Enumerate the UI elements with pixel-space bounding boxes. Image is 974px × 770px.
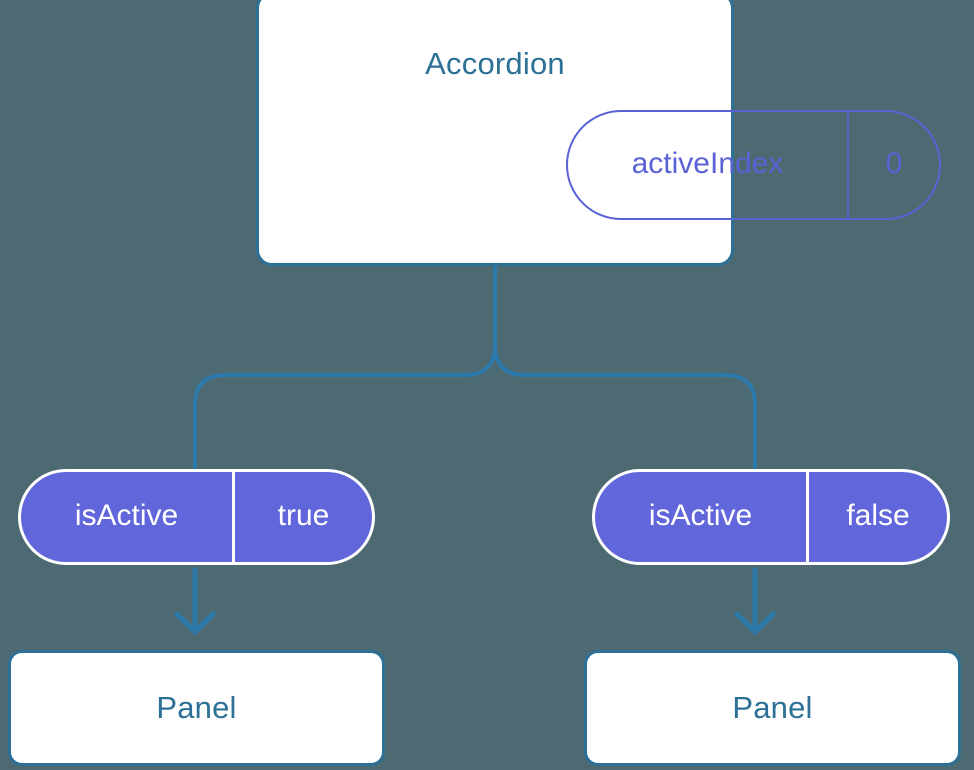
prop-pill-key: isActive [595,472,809,562]
accordion-title: Accordion [425,46,565,81]
prop-pill-value: true [277,498,330,532]
panel-title: Panel [156,690,237,725]
prop-pill-is-active-right[interactable]: isActive false [592,469,950,565]
prop-pill-value: false [846,498,910,532]
tree-branch-connector [193,264,497,471]
prop-pill-is-active-left[interactable]: isActive true [18,469,375,565]
state-pill-value: 0 [885,147,903,180]
state-pill-active-index[interactable]: activeIndex 0 [566,110,941,220]
state-pill-key: activeIndex [568,112,849,218]
panel-component-card-left[interactable]: Panel [8,650,385,766]
arrow-down-icon-left [174,567,216,635]
panel-title: Panel [732,690,813,725]
accordion-component-card[interactable]: Accordion activeIndex 0 [256,0,941,266]
tree-branch-connector [493,264,757,471]
prop-pill-key: isActive [21,472,235,562]
arrow-down-icon-right [734,567,776,635]
panel-component-card-right[interactable]: Panel [584,650,961,766]
